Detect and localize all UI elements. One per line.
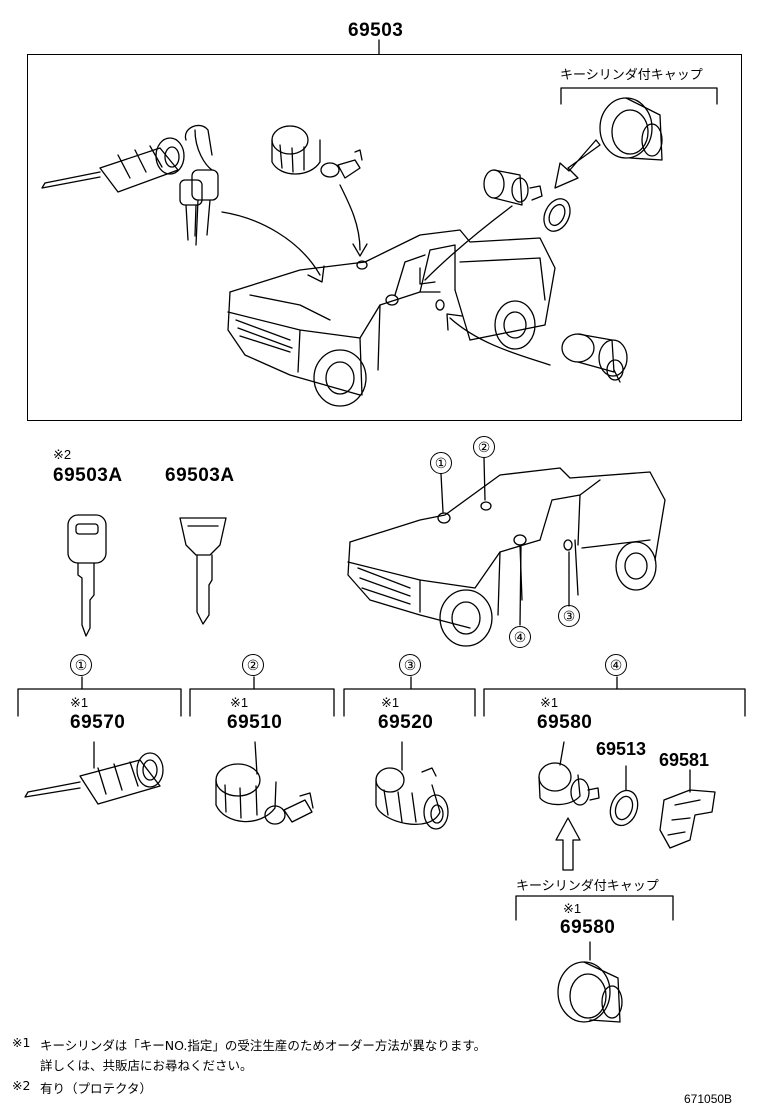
cylinder-69520-illustration — [375, 767, 449, 830]
bracket-part-number: 69581 — [659, 750, 710, 770]
group-1-marker: ※1 — [70, 695, 89, 710]
note-1-marker: ※1 — [12, 1035, 31, 1050]
side-cylinder-illustration — [561, 333, 628, 383]
note-2-marker: ※2 — [12, 1078, 31, 1093]
ignition-cylinder-illustration — [41, 124, 213, 193]
group-2-part-number: 69510 — [227, 712, 283, 733]
group-1-part-number: 69570 — [70, 712, 126, 733]
group-2-marker: ※1 — [230, 695, 249, 710]
diagram-id: 671050B — [684, 1092, 733, 1106]
assembly-frame — [27, 54, 742, 421]
key-with-protector-illustration — [67, 514, 107, 637]
ring-69513-illustration — [609, 789, 639, 827]
key-1-marker: ※2 — [53, 447, 72, 462]
ring-part-number: 69513 — [596, 739, 647, 759]
note-1-text: キーシリンダは「キーNO.指定」の受注生産のためオーダー方法が異なります。 — [40, 1038, 487, 1053]
cap-cylinder-lower-illustration — [557, 961, 623, 1023]
group-1-callout: ① — [70, 654, 92, 676]
group-3-part-number: 69520 — [378, 712, 434, 733]
bracket-69581-illustration — [659, 789, 716, 849]
key-pair-illustration — [179, 129, 219, 246]
lower-cap-label: キーシリンダ付キャップ — [516, 879, 659, 894]
note-2-text: 有り（プロテクタ） — [40, 1081, 153, 1096]
group-4-callout: ④ — [605, 654, 627, 676]
group-3-callout: ③ — [399, 654, 421, 676]
cap-cylinder-illustration — [599, 97, 663, 161]
lower-cap-part-number: 69580 — [560, 917, 616, 938]
cylinder-69580-illustration — [538, 762, 600, 806]
key-1-part-number: 69503A — [53, 465, 123, 486]
tailgate-cylinder-illustration — [483, 169, 543, 206]
group-4-marker: ※1 — [540, 695, 559, 710]
note-1-continued-text: 詳しくは、共販店にお尋ねください。 — [40, 1058, 253, 1073]
truck-illustration-top — [227, 229, 556, 407]
key-plain-illustration — [179, 517, 227, 625]
group-2-callout: ② — [242, 654, 264, 676]
top-assembly-part-number: 69503 — [348, 20, 404, 41]
lower-cap-marker: ※1 — [563, 901, 582, 916]
cylinder-69510-illustration — [215, 763, 314, 825]
location-callout-2: ② — [473, 436, 495, 458]
key-2-part-number: 69503A — [165, 465, 235, 486]
cylinder-69570-illustration — [24, 752, 164, 805]
top-cap-label: キーシリンダ付キャップ — [560, 68, 703, 83]
location-callout-1: ① — [430, 452, 452, 474]
door-cylinder-illustration — [271, 125, 363, 179]
group-4-part-number: 69580 — [537, 712, 593, 733]
group-3-marker: ※1 — [381, 695, 400, 710]
truck-illustration-middle — [347, 467, 666, 647]
location-callout-4: ④ — [509, 626, 531, 648]
location-callout-3: ③ — [558, 605, 580, 627]
